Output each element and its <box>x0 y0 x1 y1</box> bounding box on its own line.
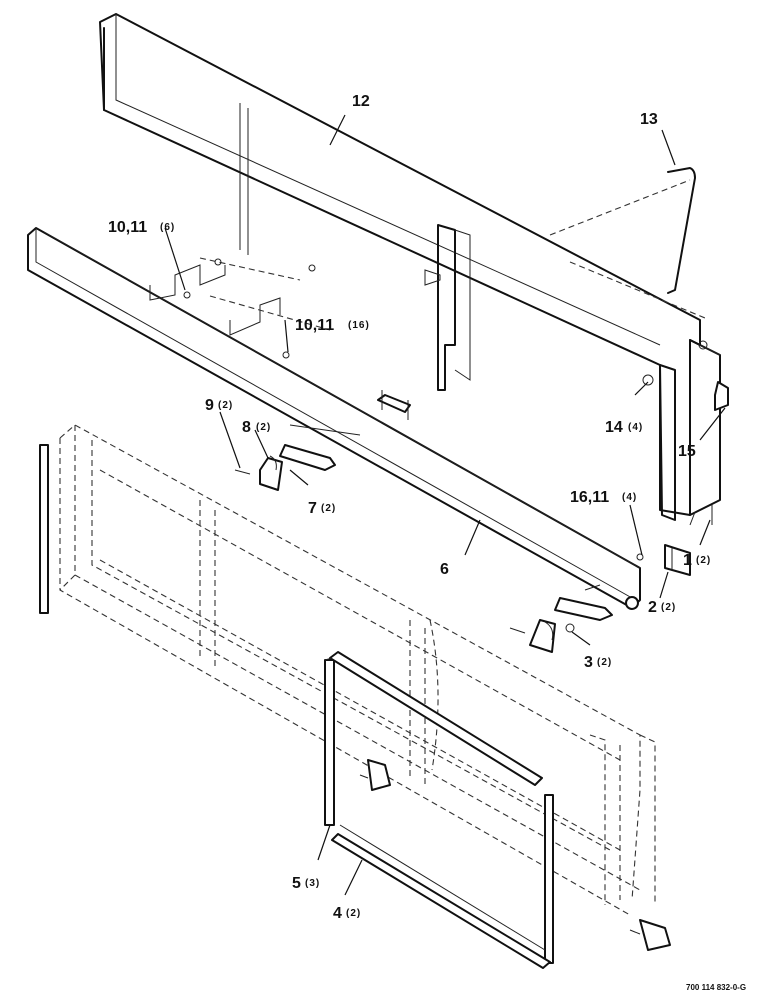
callout-9: 9 (2) <box>205 397 233 414</box>
hardware-parts <box>183 258 713 561</box>
callout-16-11-number: 16,11 <box>570 489 609 506</box>
callout-10-11-lower-number: 10,11 <box>295 317 334 334</box>
callout-8-number: 8 <box>242 419 251 436</box>
callout-15: 15 <box>678 443 696 460</box>
callout-13: 13 <box>640 111 658 128</box>
callout-12-number: 12 <box>352 93 370 110</box>
callout-1-qty: (2) <box>696 555 711 566</box>
callout-2: 2 (2) <box>648 599 676 616</box>
stepped-cutaway <box>149 257 331 336</box>
callout-3-number: 3 <box>584 654 593 671</box>
callout-8: 8 (2) <box>242 419 271 436</box>
callout-2-qty: (2) <box>661 602 676 613</box>
leader-lines <box>164 114 726 896</box>
part-6-angle-bar <box>27 227 641 610</box>
callout-15-number: 15 <box>678 443 696 460</box>
callout-2-number: 2 <box>648 599 657 616</box>
callout-1-number: 1 <box>683 552 692 569</box>
callout-12: 12 <box>352 93 370 110</box>
callout-10-11-upper-number: 10,11 <box>108 219 147 236</box>
callout-5-qty: (3) <box>305 878 320 889</box>
callout-4-number: 4 <box>333 905 342 922</box>
document-number: 700 114 832-0-G <box>686 983 746 992</box>
callout-16-11: 16,11 (4) <box>570 489 637 506</box>
callout-14-number: 14 <box>605 419 623 436</box>
callout-9-number: 9 <box>205 397 214 414</box>
part-15-bracket <box>714 381 729 411</box>
latch-assembly-lower <box>509 544 691 653</box>
callout-10-11-lower: 10,11 (16) <box>295 317 370 334</box>
latch-assembly-upper <box>234 390 411 491</box>
callout-5-number: 5 <box>292 875 301 892</box>
callout-5: 5 (3) <box>292 875 320 892</box>
callout-3-qty: (2) <box>597 657 612 668</box>
part-13-rod <box>549 167 706 319</box>
callout-4: 4 (2) <box>333 905 361 922</box>
callout-4-qty: (2) <box>346 908 361 919</box>
frame-latches <box>359 759 671 951</box>
callout-9-qty: (2) <box>218 400 233 411</box>
callout-6: 6 <box>440 561 449 578</box>
callout-14: 14 (4) <box>605 419 643 436</box>
part-12-top-panel <box>99 13 721 521</box>
callout-10-11-lower-qty: (16) <box>348 320 370 331</box>
callout-14-qty: (4) <box>628 422 643 433</box>
dashed-frame-outline <box>59 424 656 916</box>
callout-7: 7 (2) <box>308 500 336 517</box>
callout-3: 3 (2) <box>584 654 612 671</box>
callout-10-11-upper: 10,11 (6) <box>108 219 175 236</box>
callout-8-qty: (2) <box>256 422 271 433</box>
callout-1: 1 (2) <box>683 552 711 569</box>
callout-7-number: 7 <box>308 500 317 517</box>
callout-10-11-upper-qty: (6) <box>160 222 175 233</box>
callout-7-qty: (2) <box>321 503 336 514</box>
callout-13-number: 13 <box>640 111 658 128</box>
callout-16-11-qty: (4) <box>622 492 637 503</box>
callout-6-number: 6 <box>440 561 449 578</box>
seal-strips <box>39 444 554 969</box>
